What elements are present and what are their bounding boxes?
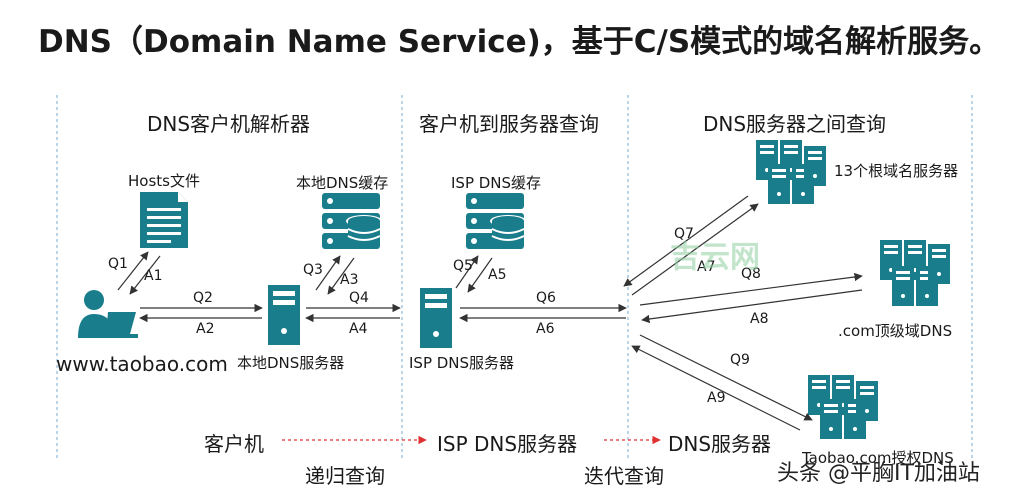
label-q3: Q3 bbox=[303, 262, 323, 278]
section-dividers bbox=[56, 95, 973, 460]
flow-isp-server-label: ISP DNS服务器 bbox=[437, 432, 578, 456]
arrow-a5 bbox=[467, 257, 493, 293]
label-q2: Q2 bbox=[193, 290, 213, 306]
client-label: www.taobao.com bbox=[56, 352, 228, 376]
label-a3: A3 bbox=[340, 272, 359, 288]
section-between-servers: DNS服务器之间查询 bbox=[703, 112, 887, 136]
root-servers-icon bbox=[756, 140, 826, 204]
taobao-auth-icon bbox=[808, 375, 878, 439]
site-watermark: 吉云网 bbox=[670, 240, 760, 275]
local-server-icon bbox=[268, 285, 300, 345]
flow-client-label: 客户机 bbox=[204, 432, 264, 456]
flow-dns-server-label: DNS服务器 bbox=[668, 432, 772, 456]
label-q8: Q8 bbox=[741, 266, 761, 282]
isp-server-label: ISP DNS服务器 bbox=[409, 354, 515, 372]
label-q9: Q9 bbox=[730, 352, 750, 368]
hosts-file-icon bbox=[140, 192, 188, 248]
label-a5: A5 bbox=[488, 267, 507, 283]
com-tld-icon bbox=[880, 240, 950, 306]
query-arrows bbox=[117, 195, 863, 431]
label-q7: Q7 bbox=[674, 226, 694, 242]
label-a4: A4 bbox=[349, 321, 368, 337]
local-cache-icon bbox=[322, 193, 382, 249]
arrow-q5 bbox=[455, 255, 479, 289]
isp-server-icon bbox=[420, 288, 452, 348]
client-user-icon bbox=[78, 290, 138, 338]
section-client-to-server: 客户机到服务器查询 bbox=[419, 112, 599, 136]
local-cache-label: 本地DNS缓存 bbox=[296, 174, 389, 192]
label-a1: A1 bbox=[144, 268, 163, 284]
arrow-a3 bbox=[327, 257, 355, 295]
label-q5: Q5 bbox=[453, 258, 473, 274]
arrow-a8 bbox=[641, 289, 863, 324]
isp-cache-icon bbox=[466, 193, 526, 249]
label-a9: A9 bbox=[707, 390, 726, 406]
label-q6: Q6 bbox=[536, 290, 556, 306]
label-q4: Q4 bbox=[349, 290, 369, 306]
section-resolver: DNS客户机解析器 bbox=[147, 112, 311, 136]
arrow-a7 bbox=[623, 195, 749, 287]
label-a7: A7 bbox=[697, 259, 716, 275]
arrow-a1 bbox=[129, 255, 161, 295]
isp-cache-label: ISP DNS缓存 bbox=[451, 174, 542, 192]
page-title: DNS（Domain Name Service)，基于C/S模式的域名解析服务。 bbox=[38, 24, 1001, 60]
root-servers-label: 13个根域名服务器 bbox=[834, 162, 959, 180]
recursive-query-label: 递归查询 bbox=[305, 464, 385, 488]
arrow-q9 bbox=[639, 334, 813, 421]
arrow-q7 bbox=[631, 203, 759, 296]
label-a2: A2 bbox=[196, 321, 215, 337]
taobao-auth-label: Taobao.com授权DNS bbox=[802, 449, 954, 467]
arrow-a9 bbox=[631, 345, 801, 431]
arrow-q8 bbox=[639, 272, 863, 306]
iterative-query-label: 迭代查询 bbox=[584, 464, 664, 488]
local-server-label: 本地DNS服务器 bbox=[237, 354, 345, 372]
hosts-file-label: Hosts文件 bbox=[128, 172, 200, 190]
arrow-q1 bbox=[117, 251, 149, 291]
arrow-q3 bbox=[315, 255, 341, 291]
label-a8: A8 bbox=[750, 311, 769, 327]
label-q1: Q1 bbox=[108, 256, 128, 272]
com-tld-label: .com顶级域DNS bbox=[838, 322, 953, 340]
credit-watermark: 头条 @平胸IT加油站 bbox=[777, 461, 980, 486]
label-a6: A6 bbox=[536, 321, 555, 337]
